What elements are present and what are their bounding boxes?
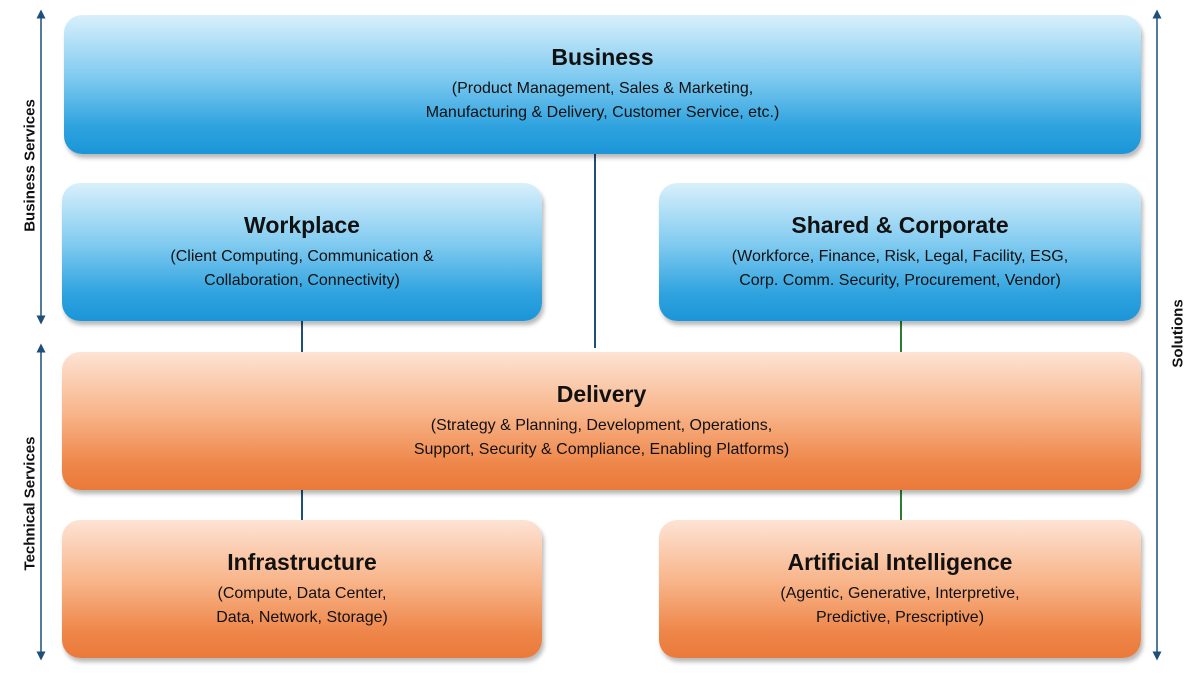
delivery-desc-line1: (Strategy & Planning, Development, Opera… [430,416,773,434]
delivery-desc-line2: Support, Security & Compliance, Enabling… [413,440,790,458]
connector-delivery-infrastructure [301,490,303,520]
business-box: Business (Product Management, Sales & Ma… [64,15,1141,154]
business-desc-line1: (Product Management, Sales & Marketing, [451,80,754,97]
shared-corporate-desc-line1: (Workforce, Finance, Risk, Legal, Facili… [731,247,1069,265]
ai-desc-line2: Predictive, Prescriptive) [815,608,985,626]
connector-workplace-delivery [301,321,303,352]
delivery-box: Delivery (Strategy & Planning, Developme… [62,352,1141,490]
connector-business-delivery [594,150,596,348]
solutions-label: Solutions [1169,299,1187,368]
infrastructure-desc-line1: (Compute, Data Center, [217,584,387,602]
infrastructure-title: Infrastructure [227,548,377,575]
ai-title: Artificial Intelligence [787,548,1013,575]
workplace-desc-line2: Collaboration, Connectivity) [204,271,400,289]
workplace-box: Workplace (Client Computing, Communicati… [62,183,542,321]
technical-services-label: Technical Services [21,436,39,571]
connector-delivery-ai [900,490,902,520]
delivery-title: Delivery [556,380,647,407]
infrastructure-desc-line2: Data, Network, Storage) [216,608,388,626]
connector-shared-delivery [900,321,902,352]
ai-box: Artificial Intelligence (Agentic, Genera… [659,520,1141,658]
business-services-label: Business Services [21,99,39,232]
business-desc-line2: Manufacturing & Delivery, Customer Servi… [425,104,780,121]
shared-corporate-box: Shared & Corporate (Workforce, Finance, … [659,183,1141,321]
infrastructure-box: Infrastructure (Compute, Data Center, Da… [62,520,542,658]
ai-desc-line1: (Agentic, Generative, Interpretive, [780,584,1020,602]
workplace-desc-line1: (Client Computing, Communication & [170,247,434,265]
shared-corporate-title: Shared & Corporate [791,211,1009,238]
business-title: Business [551,44,654,70]
workplace-title: Workplace [244,211,360,238]
shared-corporate-desc-line2: Corp. Comm. Security, Procurement, Vendo… [739,271,1061,289]
